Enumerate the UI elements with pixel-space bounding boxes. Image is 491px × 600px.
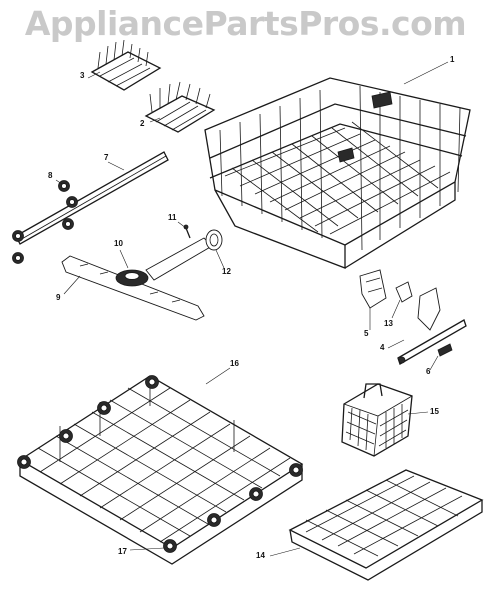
- part-1-upper-rack: [204, 77, 471, 269]
- part-15-basket: [341, 383, 413, 457]
- callout-5: 5: [364, 329, 369, 338]
- part-13-latch: [395, 281, 413, 303]
- part-14-tray: [288, 469, 484, 581]
- callout-9: 9: [56, 293, 61, 302]
- callout-14: 14: [256, 551, 265, 560]
- callout-8: 8: [48, 171, 53, 180]
- callout-17: 17: [118, 547, 127, 556]
- part-16-lower-rack: [18, 375, 304, 565]
- callout-4: 4: [380, 343, 385, 352]
- callout-11: 11: [168, 213, 177, 222]
- part-8-rollers: [12, 180, 78, 264]
- part-10-arm-hub: [115, 269, 149, 287]
- part-12-feed-tube: [145, 229, 223, 281]
- part-7-rail: [15, 151, 169, 245]
- part-11-screw: [183, 224, 191, 239]
- part-5-adjuster: [359, 269, 387, 309]
- part-4-bracket: [397, 287, 467, 365]
- callout-6: 6: [426, 367, 431, 376]
- callout-13: 13: [384, 319, 393, 328]
- part-2-tine-rack: [144, 81, 216, 133]
- callout-10: 10: [114, 239, 123, 248]
- callout-15: 15: [430, 407, 439, 416]
- callout-2: 2: [140, 119, 145, 128]
- callout-7: 7: [104, 153, 109, 162]
- callout-1: 1: [450, 55, 455, 64]
- callout-12: 12: [222, 267, 231, 276]
- part-17-wheels: [17, 375, 303, 553]
- callout-3: 3: [80, 71, 85, 80]
- part-3-tine-rack: [90, 39, 162, 91]
- part-9-spray-arm: [61, 255, 205, 321]
- part-6-clip: [437, 343, 453, 357]
- leader-lines: [55, 61, 449, 557]
- callout-16: 16: [230, 359, 239, 368]
